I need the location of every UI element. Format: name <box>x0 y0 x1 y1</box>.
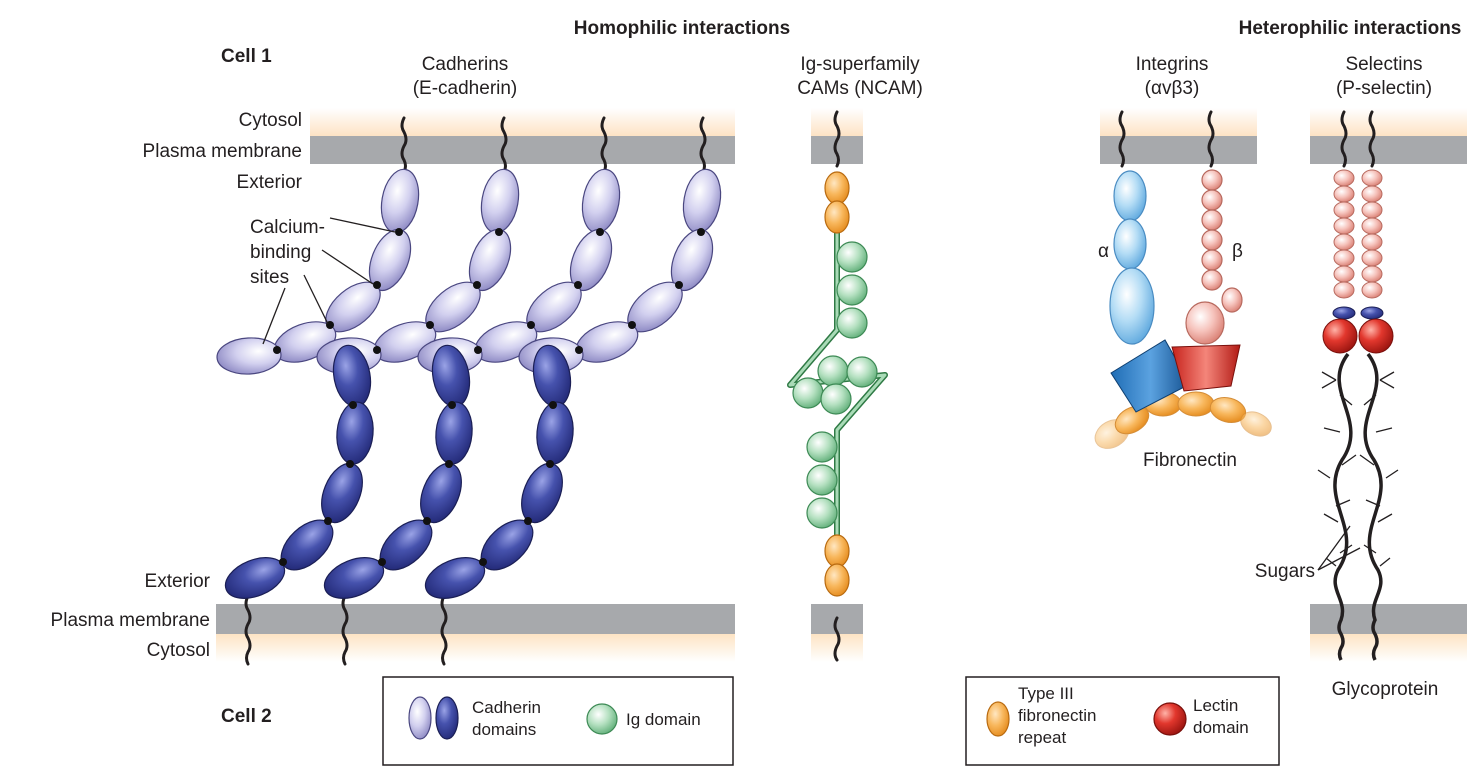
selectin-molecule <box>1322 110 1394 354</box>
glycoprotein-molecule <box>1317 352 1399 661</box>
cell2-label: Cell 2 <box>221 706 272 727</box>
ig-label-line2: CAMs (NCAM) <box>797 78 923 99</box>
cadherins-label-line1: Cadherins <box>422 54 509 75</box>
cadherins-label-line2: (E-cadherin) <box>413 78 518 99</box>
cadherin-domain <box>224 557 286 599</box>
cadherin-domain <box>682 168 722 234</box>
cadherin-domain <box>336 401 374 465</box>
membrane-top-label: Plasma membrane <box>143 141 302 162</box>
cadherin-cell1-chains <box>216 168 722 375</box>
cell1-label: Cell 1 <box>221 46 272 67</box>
legend-lectin-swatch <box>1153 702 1187 736</box>
cadherin-domain <box>581 168 621 234</box>
legend-ig-swatch <box>586 703 618 735</box>
cadherin-domain <box>521 462 563 524</box>
legend-cadherin-line1: Cadherin <box>472 698 541 717</box>
cadherin-domain <box>435 401 473 465</box>
legend-type3-line1: Type III <box>1018 684 1074 703</box>
integrin-beta-head <box>1171 344 1241 392</box>
cadherin-cell2-chains <box>224 344 574 599</box>
legend-cadherin-light-swatch <box>408 696 432 740</box>
legend-homophilic: Cadherin domains Ig domain <box>382 676 734 766</box>
cadherin-domain <box>420 462 462 524</box>
top-membranes <box>310 108 1467 164</box>
legend-ig-label: Ig domain <box>626 710 701 729</box>
sugars-leader-lines <box>1317 525 1361 571</box>
cadherin-tails <box>244 116 707 666</box>
integrins-label-line1: Integrins <box>1136 54 1209 75</box>
cytosol-bottom-label: Cytosol <box>147 640 210 661</box>
glycoprotein-label: Glycoprotein <box>1332 679 1439 700</box>
legend-type3-line2: fibronectin <box>1018 706 1096 725</box>
ncam-molecule <box>787 110 888 662</box>
cadherin-domain <box>380 168 420 234</box>
fibronectin-strand <box>1094 391 1272 449</box>
cadherin-domain <box>216 337 282 375</box>
calcium-label-line2: binding <box>250 242 311 263</box>
cytosol-top-label: Cytosol <box>239 110 302 131</box>
legend-lectin-line2: domain <box>1193 718 1249 737</box>
selectins-label-line1: Selectins <box>1345 54 1422 75</box>
legend-heterophilic: Type III fibronectin repeat Lectin domai… <box>965 676 1280 766</box>
cadherin-domain <box>536 401 574 465</box>
calcium-leader-lines <box>262 217 396 345</box>
beta-label: β <box>1232 241 1243 262</box>
cadherin-domain <box>323 557 385 599</box>
calcium-binding-sites <box>273 228 705 566</box>
sugar-branches <box>1317 371 1399 567</box>
exterior-bottom-label: Exterior <box>145 571 211 592</box>
legend-lectin-line1: Lectin <box>1193 696 1238 715</box>
heterophilic-heading: Heterophilic interactions <box>1239 18 1462 39</box>
fibronectin-label: Fibronectin <box>1143 450 1237 471</box>
legend-type3-line3: repeat <box>1018 728 1066 747</box>
legend-type3-swatch <box>986 701 1010 737</box>
calcium-label-line3: sites <box>250 267 289 288</box>
integrins-label-line2: (αvβ3) <box>1145 78 1200 99</box>
legend-cadherin-line2: domains <box>472 720 536 739</box>
legend-cadherin-dark-swatch <box>435 696 459 740</box>
integrin-molecule <box>1094 110 1272 449</box>
membrane-bottom-label: Plasma membrane <box>51 610 210 631</box>
bottom-membranes <box>216 604 1467 662</box>
exterior-top-label: Exterior <box>237 172 303 193</box>
cadherin-domain <box>321 462 363 524</box>
ig-label-line1: Ig-superfamily <box>800 54 920 75</box>
cadherin-domain <box>424 557 486 599</box>
homophilic-heading: Homophilic interactions <box>574 18 790 39</box>
cadherin-domain <box>480 168 520 234</box>
sugars-label: Sugars <box>1255 561 1315 582</box>
selectins-label-line2: (P-selectin) <box>1336 78 1432 99</box>
diagram-labels: Homophilic interactions Heterophilic int… <box>51 18 1462 727</box>
alpha-label: α <box>1098 241 1109 262</box>
calcium-label-line1: Calcium- <box>250 217 325 238</box>
